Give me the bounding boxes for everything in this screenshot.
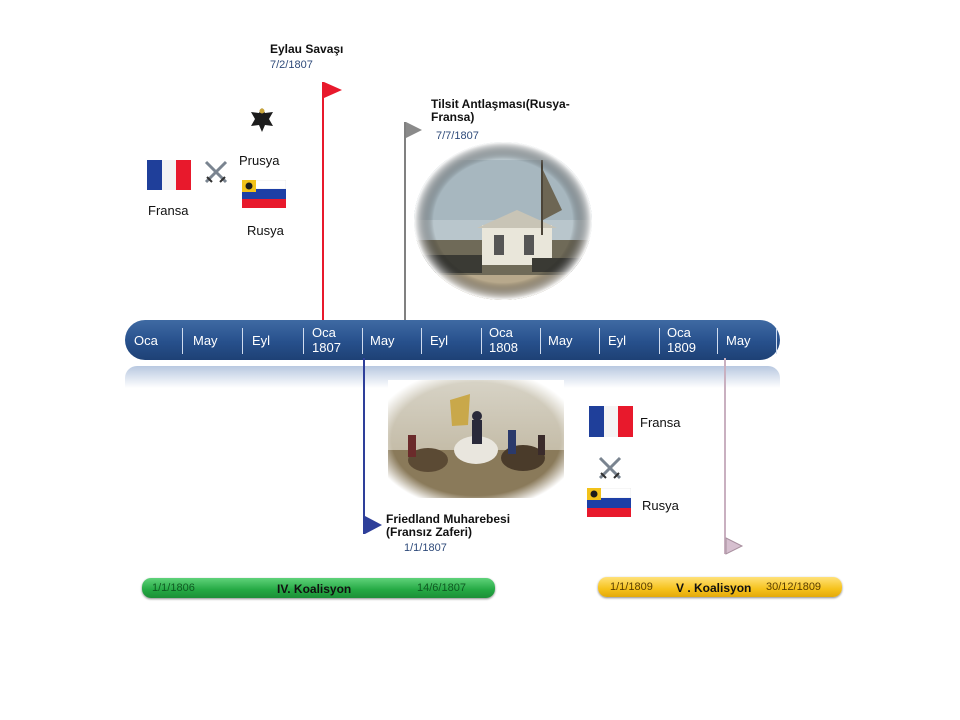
coalition-iv-end: 14/6/1807 [417,582,466,594]
label-fransa-top: Fransa [148,203,189,218]
event-eylau-flag [322,82,342,322]
event-tilsit-flag [404,122,422,322]
coalition-v-end: 30/12/1809 [766,581,822,593]
axis-separator [421,328,422,354]
event-friedland-date: 1/1/1807 [404,542,447,554]
timeline-axis: Oca May Eyl Oca 1807 May Eyl Oca 1808 Ma… [125,320,780,360]
friedland-painting [388,380,564,498]
event-eylau-date: 7/2/1807 [270,59,313,71]
coalition-v-name: V . Koalisyon [676,581,752,595]
axis-tick-2: Eyl [252,332,271,348]
label-prusya: Prusya [239,153,280,168]
axis-tick-3: Oca 1807 [312,325,341,355]
axis-tick-10: May [726,332,751,348]
label-rusya-top: Rusya [247,223,284,238]
timeline-reflection [125,366,780,388]
event-eylau-title: Eylau Savaşı [270,42,344,56]
axis-separator [481,328,482,354]
coalition-v-start: 1/1/1809 [610,581,653,593]
coalition-iv-start: 1/1/1806 [152,582,195,594]
axis-tick-0: Oca [134,332,158,348]
coalition-bar-v: 1/1/1809 V . Koalisyon 30/12/1809 [598,577,842,597]
event-tilsit-title: Tilsit Antlaşması(Rusya- Fransa) [431,97,570,124]
france-flag-top [147,160,191,190]
event-friedland-flag [363,358,382,534]
prussian-eagle-icon [251,108,273,132]
event-unnamed-flag [724,358,744,555]
russia-flag-bottom [587,488,631,517]
coalition-iv-name: IV. Koalisyon [277,582,352,596]
axis-separator [717,328,718,354]
axis-separator [182,328,183,354]
coalition-bar-iv: 1/1/1806 IV. Koalisyon 14/6/1807 [142,578,495,598]
axis-tick-4: May [370,332,395,348]
axis-tick-5: Eyl [430,332,449,348]
france-flag-bottom [589,406,633,437]
axis-separator [362,328,363,354]
event-friedland-title: Friedland Muharebesi (Fransız Zaferi) [386,512,511,539]
axis-tick-8: Eyl [608,332,627,348]
label-rusya-bottom: Rusya [642,498,679,513]
axis-separator [242,328,243,354]
crossed-swords-icon [598,456,622,480]
axis-separator [303,328,304,354]
axis-tick-7: May [548,332,573,348]
axis-tick-6: Oca 1808 [489,325,518,355]
tilsit-painting [414,142,592,300]
axis-separator [659,328,660,354]
axis-tick-1: May [193,332,218,348]
axis-separator [599,328,600,354]
crossed-swords-icon [204,160,228,184]
axis-separator [776,328,777,354]
axis-separator [540,328,541,354]
label-fransa-bottom: Fransa [640,415,681,430]
russia-flag-top [242,180,286,208]
axis-tick-9: Oca 1809 [667,325,696,355]
event-tilsit-date: 7/7/1807 [436,130,479,142]
